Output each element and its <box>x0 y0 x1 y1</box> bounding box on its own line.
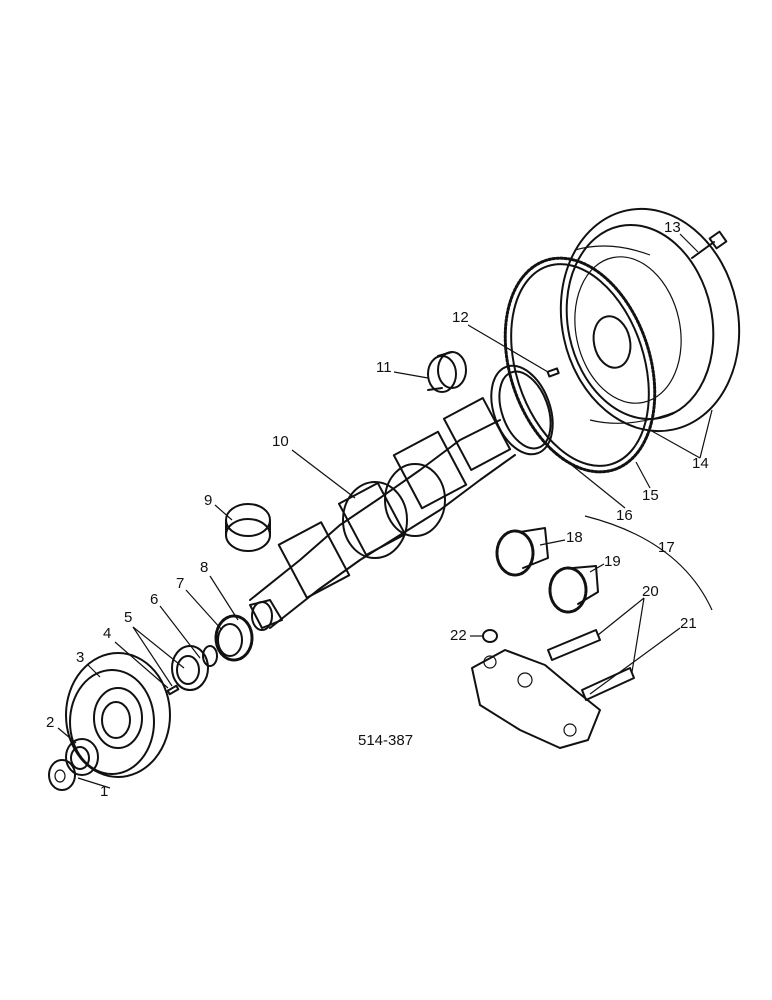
key <box>166 684 180 696</box>
front-seal <box>171 645 209 691</box>
flywheel-bolt <box>691 230 728 259</box>
callout-19: 19 <box>604 553 621 570</box>
thrust-bearing <box>225 503 271 552</box>
crankshaft-gear <box>214 614 254 662</box>
callout-9: 9 <box>204 492 212 509</box>
main-bearing <box>427 351 467 393</box>
idler-gear-19 <box>548 565 599 614</box>
callout-11: 11 <box>376 359 392 376</box>
callout-2: 2 <box>46 714 54 731</box>
idler-gear-18 <box>495 527 549 577</box>
callout-7: 7 <box>176 575 184 592</box>
callout-3: 3 <box>76 649 84 666</box>
dowel-pin <box>546 367 560 378</box>
callout-8: 8 <box>200 559 208 576</box>
callout-18: 18 <box>566 529 583 546</box>
callout-6: 6 <box>150 591 158 608</box>
figure-reference: 514-387 <box>358 732 413 749</box>
callout-4: 4 <box>103 625 111 642</box>
snap-ring <box>482 629 498 643</box>
gear-bracket <box>471 649 601 749</box>
pulley-washer <box>65 738 99 776</box>
rear-oil-seal <box>490 364 554 456</box>
callout-14: 14 <box>692 455 709 472</box>
callout-5: 5 <box>124 609 132 626</box>
crankshaft <box>249 397 516 631</box>
callout-22: 22 <box>450 627 467 644</box>
o-ring <box>202 645 218 667</box>
callout-21: 21 <box>680 615 697 632</box>
callout-20: 20 <box>642 583 659 600</box>
ring-gear <box>503 256 657 474</box>
callouts: 1 2 3 4 5 6 7 8 9 10 11 12 13 14 15 16 1… <box>46 219 709 800</box>
callout-17: 17 <box>658 539 675 556</box>
callout-16: 16 <box>616 507 633 524</box>
dowel-pins <box>547 629 635 701</box>
crankshaft-pulley <box>65 652 171 778</box>
pulley-retainer <box>48 759 76 791</box>
callout-10: 10 <box>272 433 289 450</box>
callout-15: 15 <box>642 487 659 504</box>
callout-12: 12 <box>452 309 469 326</box>
callout-13: 13 <box>664 219 681 236</box>
callout-1: 1 <box>100 783 108 800</box>
flywheel <box>559 207 741 433</box>
leader-lines <box>57 233 713 789</box>
